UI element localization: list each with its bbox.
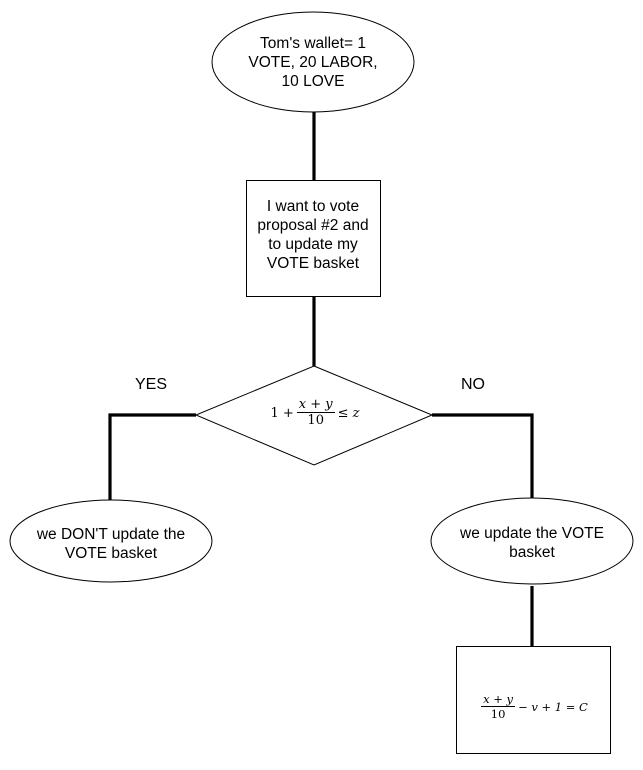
formula-box-text: x + y 10 − v + 1 = C (458, 684, 608, 730)
start-ellipse (211, 11, 415, 113)
decision-diamond (194, 365, 434, 466)
yes-outcome-ellipse (9, 499, 213, 583)
no-branch-label: NO (461, 376, 485, 393)
formula-box (456, 646, 611, 754)
formula-tail: − v + 1 = C (518, 700, 588, 714)
connector-decision-no (432, 413, 534, 500)
decision-formula: 1 + x + y 10 ≤ z (226, 390, 404, 436)
decision-formula-tail: ≤ z (337, 405, 360, 421)
decision-denominator: 10 (307, 413, 324, 428)
connector-lines (108, 112, 534, 646)
formula-fraction: x + y 10 (481, 692, 516, 721)
yes-branch-label: YES (135, 376, 168, 393)
intent-box (246, 180, 381, 297)
start-node-text: Tom's wallet= 1 VOTE, 20 LABOR, 10 LOVE (248, 34, 378, 90)
formula-denominator: 10 (490, 707, 506, 721)
no-outcome-ellipse (430, 497, 634, 585)
decision-numerator: x + y (296, 396, 335, 413)
yes-outcome-text: we DON'T update the VOTE basket (36, 526, 186, 562)
connector-decision-yes (108, 413, 196, 500)
formula-numerator: x + y (481, 692, 516, 707)
decision-formula-lead: 1 + (270, 405, 294, 421)
no-outcome-text: we update the VOTE basket (460, 525, 604, 561)
decision-fraction: x + y 10 (296, 396, 335, 429)
intent-node-text: I want to vote proposal #2 and to update… (257, 198, 369, 272)
